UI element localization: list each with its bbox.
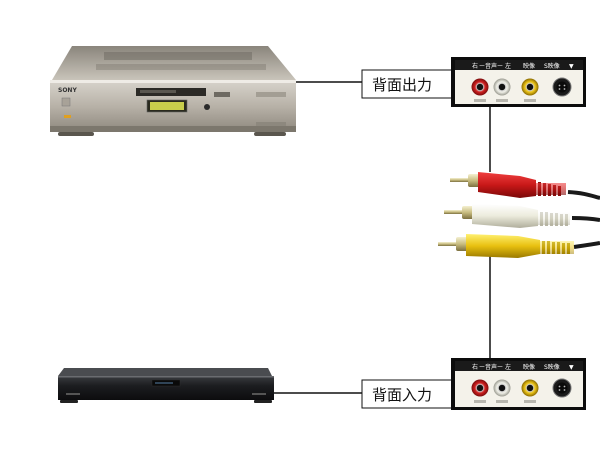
input-jack-label-left: 左 [505,363,511,371]
output-jack-red [471,78,489,96]
vcr-knob [204,104,210,110]
rear-output-label: 背面出力 [372,76,432,94]
input-jack-arrow: ▼ [569,364,574,371]
input-jack-label-video: 映像 [523,363,535,371]
output-jack-label-right: 右 [472,62,478,70]
vcr-top-panel [52,46,296,80]
rear-input-label: 背面入力 [372,386,432,404]
input-jack-label-svideo: S映像 [544,363,560,371]
vcr-brand-logo: SONY [58,87,77,94]
input-jack-label-audio: ー音声ー [479,363,503,371]
input-jack-red [471,379,489,397]
output-jack-yellow [521,78,539,96]
output-jack-label-video: 映像 [523,62,535,70]
vcr-power-button [61,97,71,107]
output-jack-panel: 右 ー音声ー 左 映像 S映像 ▼ [451,57,586,107]
rca-cable [438,172,600,258]
output-jack-white [493,78,511,96]
rca-plug-red [450,172,566,198]
input-jack-label-right: 右 [472,363,478,371]
rear-output-label-box: 背面出力 [361,69,459,99]
input-jack-white [493,379,511,397]
vcr-device: SONY [50,46,296,136]
output-jack-label-svideo: S映像 [544,62,560,70]
rear-input-label-box: 背面入力 [361,379,459,409]
rca-plug-yellow [438,234,574,258]
recorder-device [58,368,274,403]
input-jack-panel: 右 ー音声ー 左 映像 S映像 ▼ [451,358,586,410]
input-jack-yellow [521,379,539,397]
output-jack-label-audio: ー音声ー [479,62,503,70]
recorder-top-panel [58,368,272,376]
output-jack-arrow: ▼ [569,63,574,70]
output-jack-label-left: 左 [505,62,511,70]
rca-plug-white [444,204,570,228]
recorder-front-panel [58,376,274,400]
